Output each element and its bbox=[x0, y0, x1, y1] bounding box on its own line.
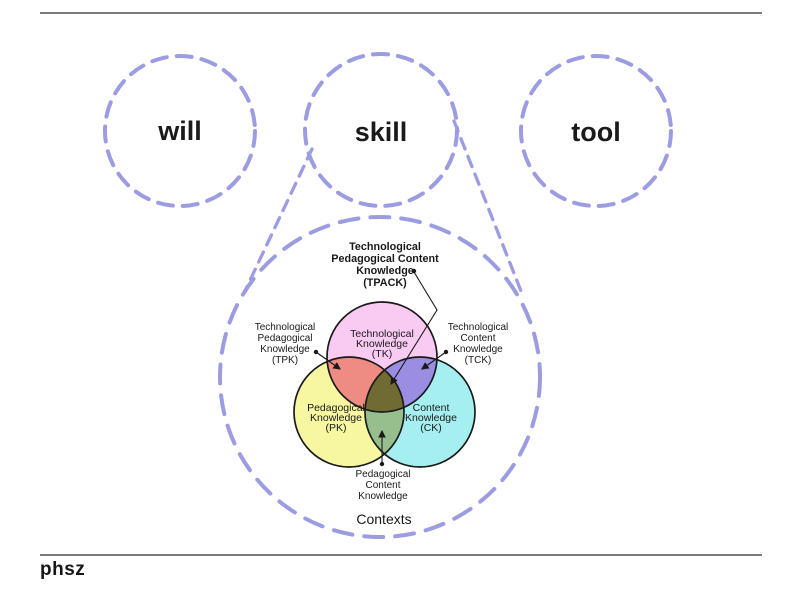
svg-text:Knowledge: Knowledge bbox=[260, 344, 310, 355]
svg-text:Pedagogical Content: Pedagogical Content bbox=[331, 253, 439, 265]
svg-text:Content: Content bbox=[365, 480, 400, 491]
svg-text:Content: Content bbox=[460, 333, 495, 344]
tpk-pointer-line bbox=[315, 351, 341, 370]
bottom-divider-line bbox=[40, 554, 762, 556]
svg-text:Knowledge: Knowledge bbox=[310, 412, 362, 424]
will-label: will bbox=[157, 116, 202, 146]
will-circle bbox=[103, 54, 257, 208]
phsz-logo: phsz bbox=[40, 559, 86, 580]
svg-text:(TPACK): (TPACK) bbox=[363, 277, 407, 289]
svg-text:Knowledge: Knowledge bbox=[358, 491, 408, 502]
tck-pointer-line bbox=[421, 351, 447, 370]
pk-circle-label: Pedagogical Knowledge (PK) bbox=[307, 402, 365, 434]
tool-label: tool bbox=[571, 117, 620, 147]
tk-circle-label: Technological Knowledge (TK) bbox=[350, 328, 414, 360]
ck-circle-outline bbox=[364, 356, 476, 468]
svg-text:(TK): (TK) bbox=[372, 348, 392, 360]
svg-text:Technological: Technological bbox=[448, 322, 509, 333]
tck-callout-label: Technological Content Knowledge (TCK) bbox=[448, 322, 509, 366]
skill-label: skill bbox=[355, 117, 408, 147]
tpack-pointer-dot bbox=[411, 268, 417, 274]
svg-text:Pedagogical: Pedagogical bbox=[355, 469, 410, 480]
svg-text:Technological: Technological bbox=[350, 328, 414, 340]
svg-text:Technological: Technological bbox=[349, 241, 421, 253]
svg-text:(TPK): (TPK) bbox=[272, 355, 298, 366]
svg-text:Content: Content bbox=[413, 402, 450, 414]
contexts-label: Contexts bbox=[356, 511, 411, 527]
pck-pointer-dot bbox=[379, 461, 385, 467]
svg-text:Technological: Technological bbox=[255, 322, 316, 333]
zoom-cone-left-line bbox=[243, 147, 314, 293]
zoom-cone-right-line bbox=[452, 119, 523, 293]
contexts-circle bbox=[218, 215, 542, 539]
pk-circle-outline bbox=[293, 356, 405, 468]
svg-text:Knowledge: Knowledge bbox=[405, 412, 457, 424]
tpk-callout-label: Technological Pedagogical Knowledge (TPK… bbox=[255, 322, 316, 366]
svg-text:Knowledge: Knowledge bbox=[356, 265, 414, 277]
tpack-pointer-line bbox=[390, 271, 438, 385]
tool-circle bbox=[519, 54, 673, 208]
svg-text:Pedagogical: Pedagogical bbox=[307, 402, 365, 414]
svg-text:(CK): (CK) bbox=[420, 422, 442, 434]
svg-text:Pedagogical: Pedagogical bbox=[257, 333, 312, 344]
svg-text:(TCK): (TCK) bbox=[465, 355, 492, 366]
top-divider-line bbox=[40, 12, 762, 14]
tpack-callout-label: Technological Pedagogical Content Knowle… bbox=[331, 241, 439, 289]
pck-callout-label: Pedagogical Content Knowledge bbox=[355, 469, 410, 502]
svg-text:Knowledge: Knowledge bbox=[356, 338, 408, 350]
svg-text:(PK): (PK) bbox=[326, 422, 347, 434]
ck-circle-label: Content Knowledge (CK) bbox=[405, 402, 457, 434]
svg-text:Knowledge: Knowledge bbox=[453, 344, 503, 355]
tk-circle-outline bbox=[326, 301, 438, 413]
